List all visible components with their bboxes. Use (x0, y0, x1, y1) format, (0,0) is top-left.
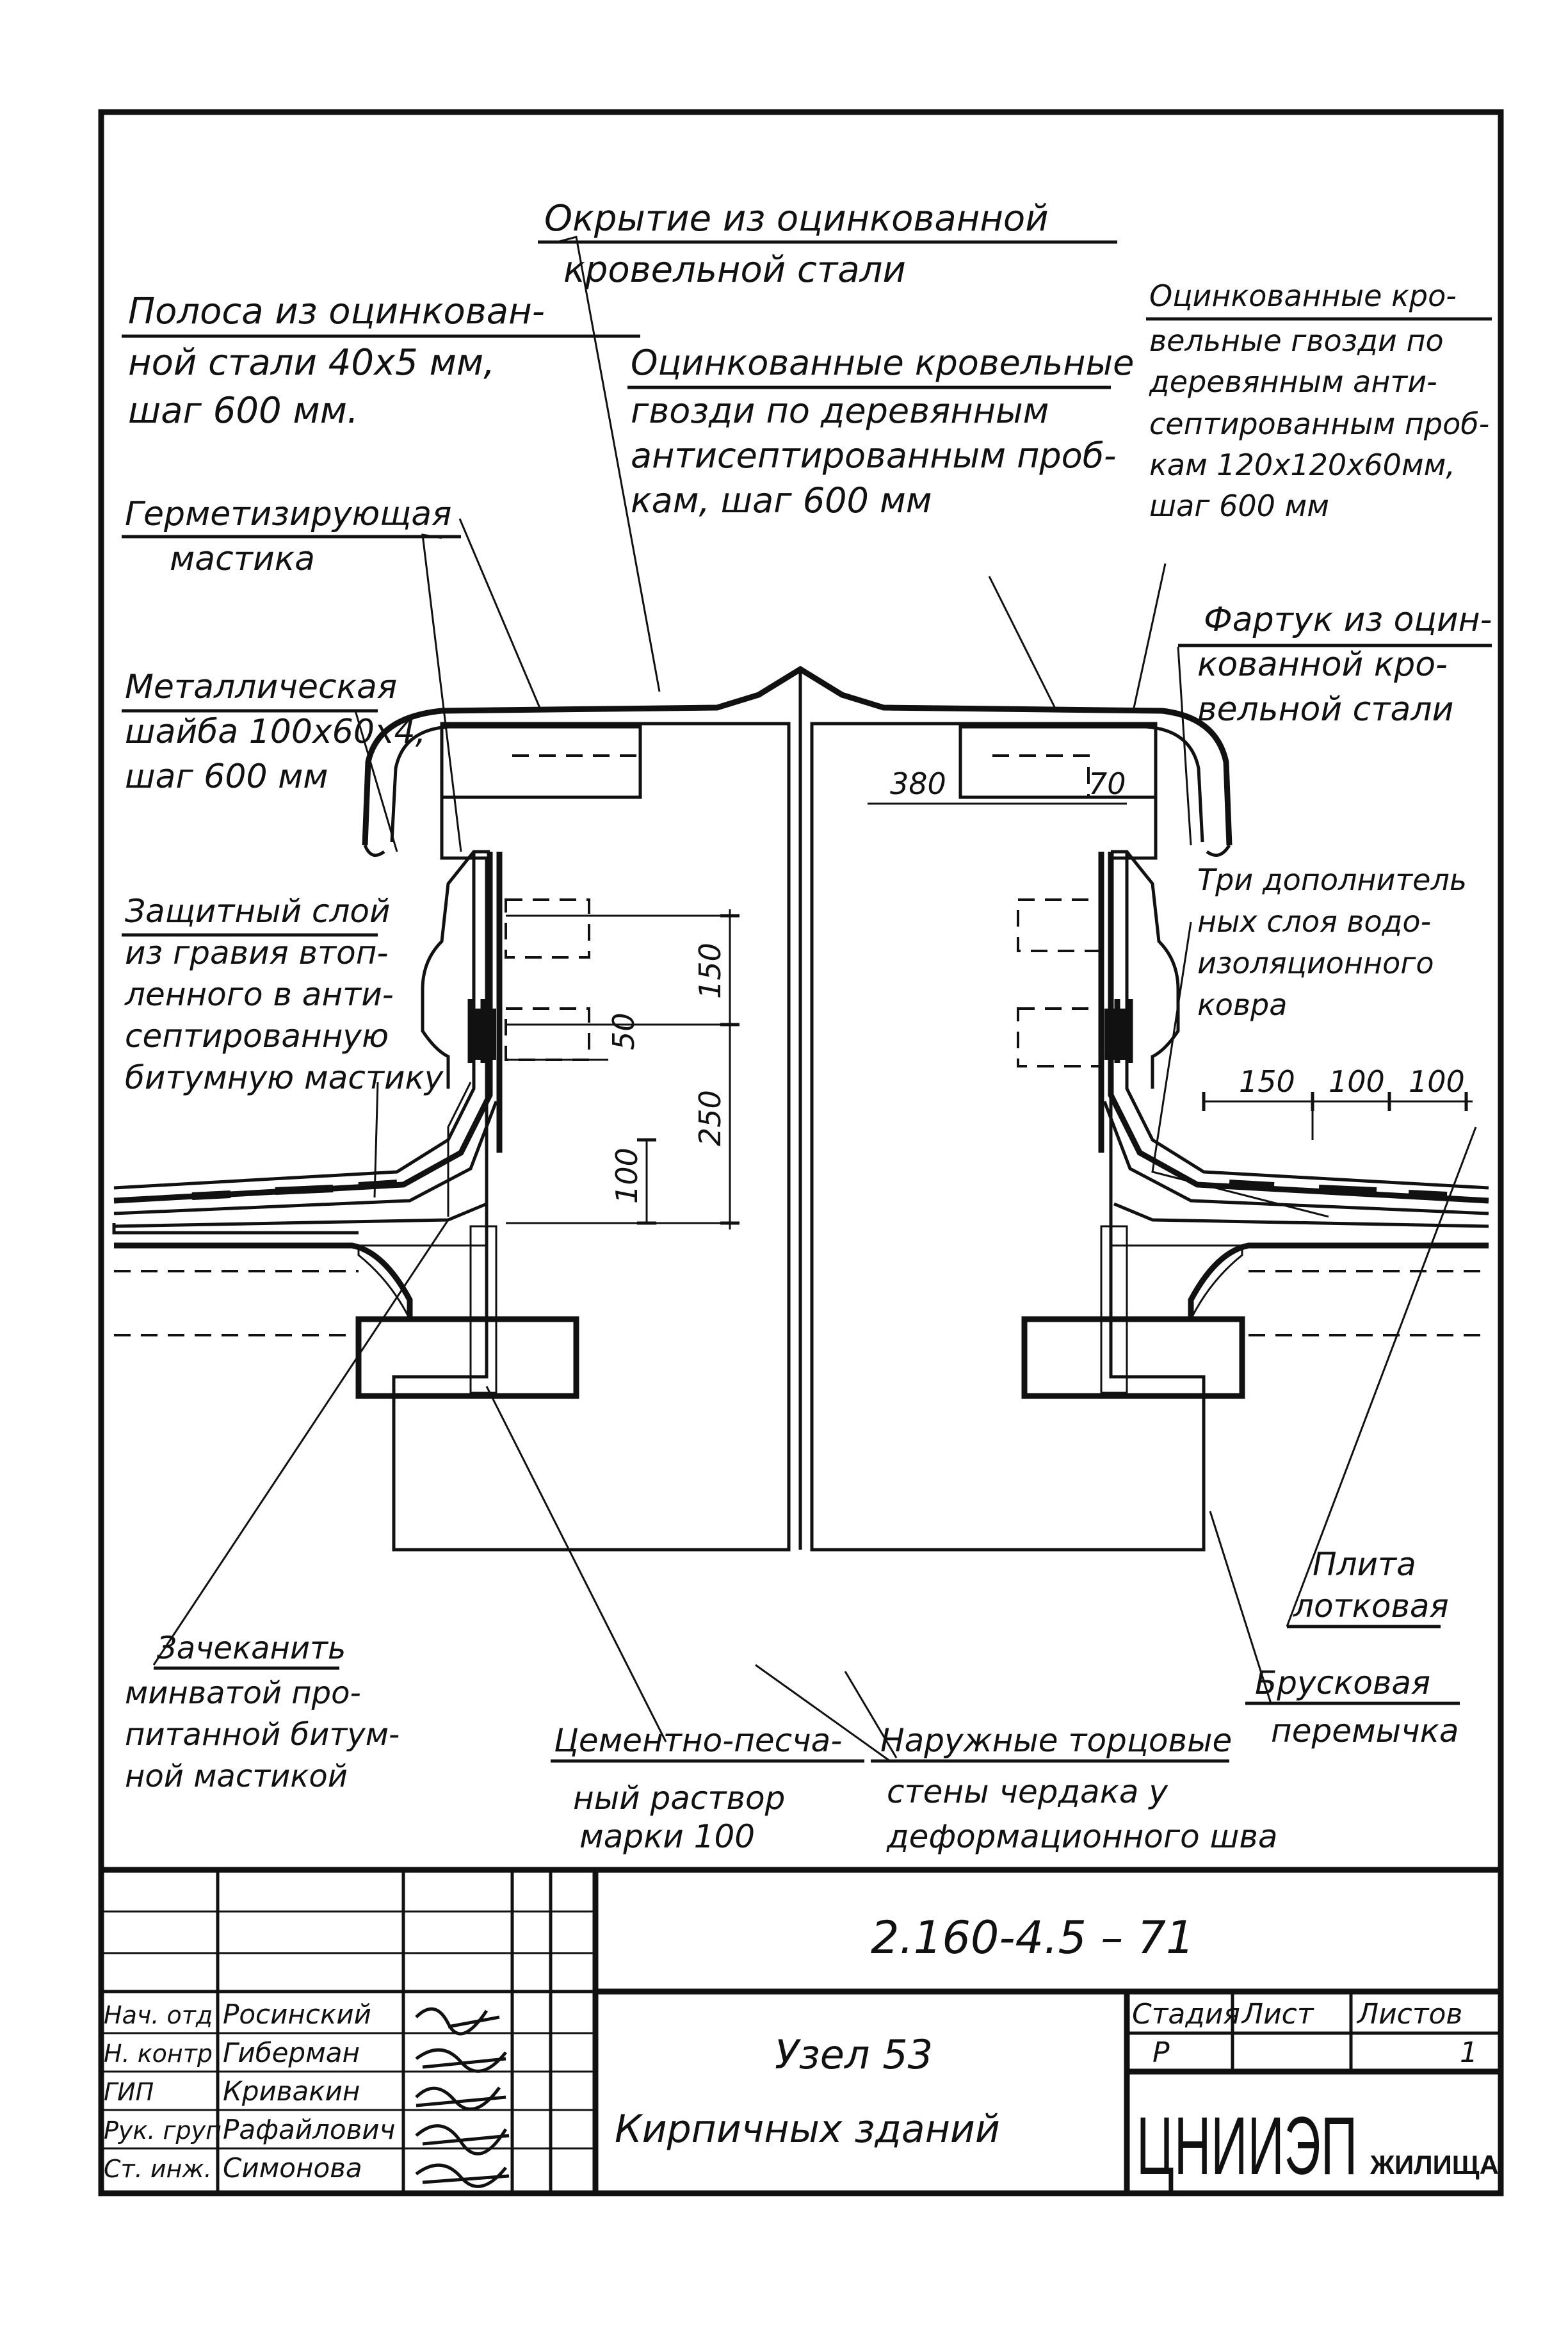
org-logo-name: ЦНИИЭП (1136, 2100, 1357, 2192)
header-sheets: Листов (1356, 1998, 1462, 2031)
right-slab (1188, 1242, 1489, 1319)
label-cover: Окрытие из оцинкованной кровельной стали (544, 198, 1060, 291)
label-slab: Плита лотковая (1293, 1546, 1449, 1625)
label-mortar: Цементно-песча- ный раствор марки 100 (554, 1722, 852, 1855)
value-stage: Р (1152, 2036, 1170, 2069)
left-slab (114, 1242, 413, 1319)
cover-sheet (362, 665, 1233, 846)
sheet-frame (98, 109, 1504, 2196)
roles-column: Нач. отд Н. контр ГИП Рук. груп Ст. инж. (104, 2001, 229, 2183)
title-line-2: Кирпичных зданий (615, 2107, 1000, 2152)
label-sealant: Герметизирующая мастика (125, 495, 462, 578)
label-washer: Металлическая шайба 100х60х4, шаг 600 мм (125, 668, 437, 796)
dim-100-a: 100 (1329, 1064, 1385, 1099)
dim-70: 70 (1088, 767, 1126, 801)
label-walls: Наружные торцовые стены чердака у деформ… (880, 1722, 1277, 1855)
right-roofing (1125, 852, 1489, 1190)
header-sheet: Лист (1241, 1998, 1314, 2031)
label-caulk: Зачеканить минватой про- питанной битум-… (125, 1630, 410, 1794)
signatures (415, 2007, 510, 2188)
section-drawing (112, 236, 1489, 1762)
label-protective: Защитный слой из гравия втоп- ленного в … (124, 893, 444, 1096)
dim-250: 250 (693, 1090, 727, 1146)
names-column: Росинский Гиберман Кривакин Рафайлович С… (223, 1999, 404, 2184)
title-block: 2.160-4.5 – 71 Узел 53 Кирпичных зданий … (101, 1867, 1501, 2193)
dim-150-horizontal: 150 (1239, 1064, 1295, 1099)
right-wool (1100, 1225, 1128, 1394)
label-strip: Полоса из оцинкован- ной стали 40х5 мм, … (128, 291, 556, 432)
label-apron: Фартук из оцин- кованной кро- вельной ст… (1197, 601, 1503, 729)
label-extra-layers: Три дополнитель ных слоя водо- изоляцион… (1197, 863, 1476, 1022)
callout-labels: Окрытие из оцинкованной кровельной стали… (124, 198, 1503, 1855)
label-lintel: Брусковая перемычка (1255, 1664, 1459, 1749)
value-sheets: 1 (1460, 2036, 1478, 2069)
dim-150-vertical: 150 (693, 943, 727, 999)
right-apron (1111, 850, 1180, 1089)
dimension-labels: 380 70 150 50 250 100 150 100 100 (606, 767, 1465, 1204)
document-number: 2.160-4.5 – 71 (871, 1911, 1195, 1964)
label-nails-center: Оцинкованные кровельные гвозди по деревя… (631, 343, 1145, 521)
left-apron (421, 850, 490, 1089)
right-lintel (1021, 1316, 1245, 1399)
org-logo-suffix: ЖИЛИЩА (1370, 2150, 1499, 2180)
dim-50: 50 (606, 1012, 641, 1050)
label-underlines (122, 240, 1492, 1763)
label-nails-right: Оцинкованные кро- вельные гвозди по дере… (1149, 279, 1499, 523)
dim-100-b: 100 (1409, 1064, 1465, 1099)
title-line-1: Узел 53 (775, 2031, 933, 2078)
dim-100-vertical: 100 (610, 1148, 644, 1204)
left-wall (392, 722, 791, 1552)
right-wall (810, 722, 1206, 1552)
dim-380: 380 (890, 767, 946, 801)
header-stage: Стадия (1132, 1998, 1240, 2031)
left-lintel (355, 1316, 579, 1399)
left-wool (469, 1225, 497, 1394)
